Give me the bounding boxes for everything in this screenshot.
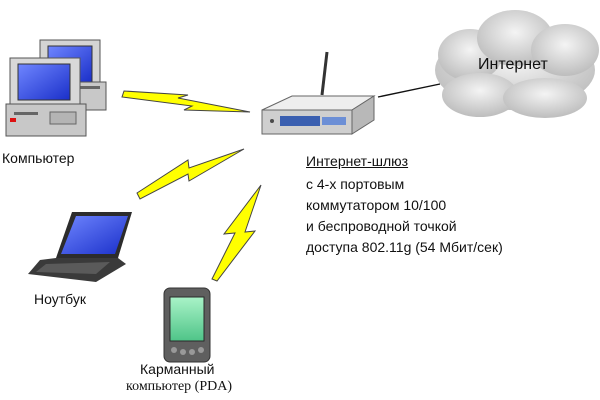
wireless-link-lightning-icon	[121, 90, 251, 113]
gateway-desc-line2: коммутатором 10/100	[306, 197, 447, 213]
internet-label: Интернет	[478, 56, 548, 73]
laptop-icon	[28, 212, 132, 282]
desktop-computer-icon	[5, 39, 107, 137]
pda-icon	[163, 287, 211, 363]
gateway-desc-line3: и беспроводной точкой	[306, 218, 457, 234]
wireless-link-lightning-icon	[211, 184, 262, 282]
gateway-desc-line1: с 4-х портовым	[306, 176, 405, 192]
wired-link-line	[377, 83, 441, 98]
computer-label: Компьютер	[2, 150, 75, 166]
pda-label-line2: компьютер (PDA)	[126, 379, 232, 394]
laptop-label: Ноутбук	[34, 291, 86, 307]
gateway-title: Интернет-шлюз	[306, 153, 409, 169]
pda-label-line1: Карманный	[140, 361, 215, 377]
wireless-link-lightning-icon	[136, 148, 245, 200]
router-icon	[261, 51, 376, 135]
internet-cloud-icon	[435, 10, 599, 118]
gateway-desc-line4: доступа 802.11g (54 Мбит/сек)	[306, 239, 503, 255]
